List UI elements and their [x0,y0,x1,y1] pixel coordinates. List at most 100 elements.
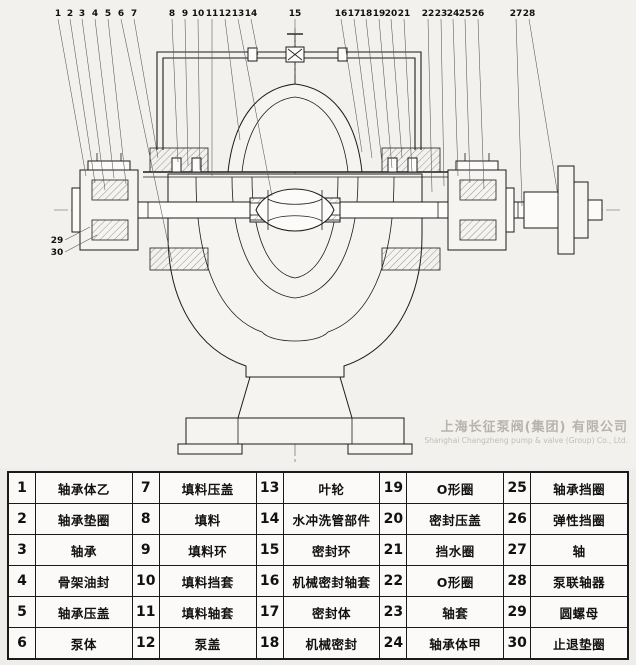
part-number-8: 8 [132,504,159,534]
part-name-28: 泵联轴器 [531,566,627,596]
leader-line-8 [171,18,179,163]
part-name-4: 骨架油封 [36,566,132,596]
part-number-11: 11 [132,597,159,627]
leader-line-6 [120,18,173,263]
part-number-14: 14 [256,504,283,534]
callout-number-12: 12 [219,9,232,19]
pump-cover [143,83,450,178]
part-number-17: 17 [256,597,283,627]
leader-line-23 [440,18,445,187]
callout-number-3: 3 [79,9,85,19]
part-name-10: 填料挡套 [159,566,256,596]
leader-line-20 [390,18,403,159]
leader-line-27 [515,18,523,207]
leader-line-22 [427,18,433,193]
part-name-1: 轴承体乙 [36,473,132,503]
part-name-7: 填料压盖 [159,473,256,503]
part-name-16: 机械密封轴套 [283,566,380,596]
part-name-23: 轴套 [407,597,504,627]
callout-number-26: 26 [472,9,485,19]
part-name-25: 轴承挡圈 [531,473,627,503]
leader-line-10 [197,18,201,171]
part-name-2: 轴承垫圈 [36,504,132,534]
watermark-company-en: Shanghai Changzheng pump & valve (Group)… [424,436,628,446]
callout-number-4: 4 [92,9,98,19]
part-number-21: 21 [380,535,407,565]
callout-number-23: 23 [435,9,448,19]
callout-number-16: 16 [335,9,348,19]
callout-number-24: 24 [447,9,460,19]
callout-number-5: 5 [105,9,111,19]
part-number-22: 22 [380,566,407,596]
leader-line-14 [250,18,259,56]
part-number-24: 24 [380,628,407,658]
callout-number-14: 14 [245,9,258,19]
part-number-1: 1 [9,473,35,503]
part-name-20: 密封压盖 [407,504,504,534]
callout-number-11: 11 [206,9,219,19]
part-name-3: 轴承 [36,535,132,565]
part-name-24: 轴承体甲 [407,628,504,658]
callout-number-18: 18 [360,9,373,19]
callout-number-22: 22 [422,9,435,19]
callout-number-19: 19 [373,9,386,19]
leader-line-19 [378,18,393,169]
part-name-9: 填料环 [159,535,256,565]
part-name-21: 挡水圈 [407,535,504,565]
part-name-19: O形圈 [407,473,504,503]
callout-number-21: 21 [398,9,411,19]
part-name-12: 泵盖 [159,628,256,658]
callout-number-29: 29 [51,236,64,246]
callout-number-9: 9 [182,9,188,19]
part-name-13: 叶轮 [283,473,380,503]
callout-number-17: 17 [348,9,361,19]
part-name-17: 密封体 [283,597,380,627]
part-number-18: 18 [256,628,283,658]
part-number-29: 29 [504,597,531,627]
part-number-7: 7 [132,473,159,503]
impeller [255,188,335,232]
part-number-9: 9 [132,535,159,565]
part-number-6: 6 [9,628,35,658]
part-name-5: 轴承压盖 [36,597,132,627]
pump-coupling [523,165,603,255]
callout-number-10: 10 [192,9,205,19]
part-number-12: 12 [132,628,159,658]
leader-line-9 [184,18,189,167]
leader-line-4 [94,18,115,179]
leader-line-13 [237,18,273,197]
part-name-29: 圆螺母 [531,597,627,627]
part-number-20: 20 [380,504,407,534]
part-number-23: 23 [380,597,407,627]
callout-number-7: 7 [131,9,137,19]
leader-line-3 [81,18,106,191]
callout-number-8: 8 [169,9,175,19]
leader-line-28 [528,18,559,197]
callout-number-13: 13 [232,9,245,19]
part-number-16: 16 [256,566,283,596]
leader-line-26 [477,18,485,190]
part-number-27: 27 [504,535,531,565]
part-number-19: 19 [380,473,407,503]
part-name-30: 止退垫圈 [531,628,627,658]
callout-number-30: 30 [51,248,64,258]
callout-number-25: 25 [459,9,472,19]
part-name-11: 填料轴套 [159,597,256,627]
leader-line-29 [64,226,91,241]
part-number-5: 5 [9,597,35,627]
part-name-22: O形圈 [407,566,504,596]
callout-number-28: 28 [523,9,536,19]
leader-line-17 [353,18,373,159]
part-number-4: 4 [9,566,35,596]
part-name-14: 水冲洗管部件 [283,504,380,534]
pump-body [167,173,423,378]
leader-line-24 [452,18,459,177]
leader-line-18 [365,18,383,164]
callout-number-15: 15 [289,9,302,19]
part-name-6: 泵体 [36,628,132,658]
callout-number-27: 27 [510,9,523,19]
leader-line-30 [64,234,98,253]
